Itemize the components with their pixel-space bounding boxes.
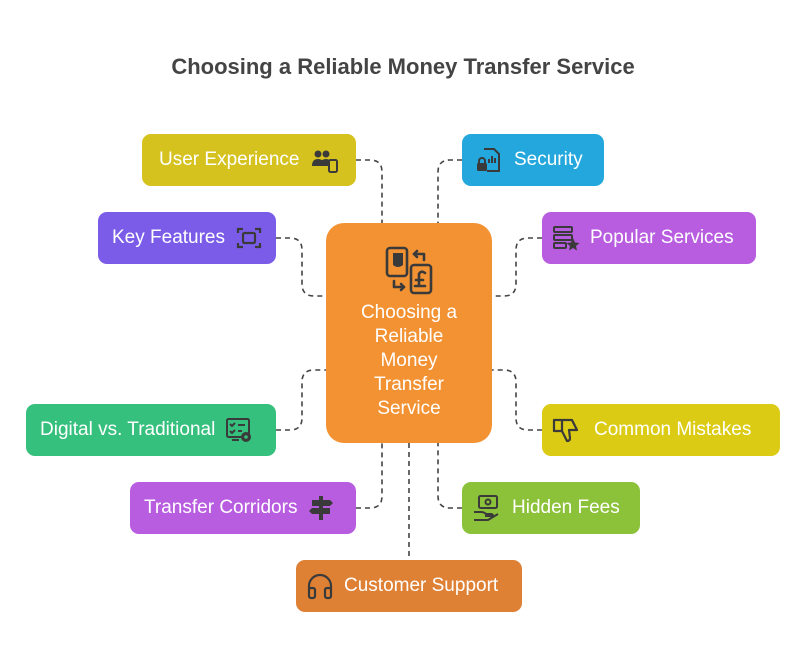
node-key-features[interactable]: Key Features — [98, 212, 276, 264]
node-label: Common Mistakes — [594, 419, 752, 440]
node-label: Hidden Fees — [512, 497, 620, 518]
connector-transfer-corridors — [356, 443, 383, 509]
connector-popular-services — [492, 237, 542, 297]
node-popular-services[interactable]: Popular Services — [542, 212, 756, 264]
node-label: Key Features — [112, 227, 225, 248]
connector-user-experience — [356, 159, 383, 223]
users-device-icon — [311, 146, 339, 174]
node-user-experience[interactable]: User Experience — [142, 134, 356, 186]
center-label-line-3: Money — [380, 350, 438, 371]
secure-document-icon — [474, 146, 502, 174]
connector-key-features — [276, 237, 326, 297]
connector-security — [437, 159, 462, 223]
node-label: Security — [514, 149, 583, 170]
node-hidden-fees[interactable]: Hidden Fees — [462, 482, 640, 534]
connector-hidden-fees — [437, 443, 462, 509]
node-common-mistakes[interactable]: Common Mistakes — [542, 404, 780, 456]
node-customer-support[interactable]: Customer Support — [296, 560, 522, 612]
node-label: User Experience — [159, 149, 300, 170]
node-label: Transfer Corridors — [144, 497, 298, 518]
node-transfer-corridors[interactable]: Transfer Corridors — [130, 482, 356, 534]
center-label-line-2: Reliable — [374, 326, 444, 347]
node-security[interactable]: Security — [462, 134, 604, 186]
headphones-icon — [306, 572, 334, 600]
checklist-gear-icon — [225, 416, 253, 444]
node-digital-vs-traditional[interactable]: Digital vs. Traditional — [26, 404, 276, 456]
thumbs-down-icon — [552, 416, 580, 444]
node-label: Digital vs. Traditional — [40, 419, 216, 440]
hand-money-icon — [472, 494, 500, 522]
node-label: Popular Services — [590, 227, 734, 248]
center-label-line-4: Transfer — [373, 374, 445, 395]
center-label-line-5: Service — [377, 398, 441, 419]
connector-digital-vs-traditional — [276, 369, 326, 431]
center-label-line-1: Choosing a — [360, 302, 458, 323]
frame-icon — [235, 224, 263, 252]
node-label: Customer Support — [344, 575, 499, 596]
signpost-icon — [307, 494, 335, 522]
money-exchange-icon — [385, 246, 433, 295]
connector-common-mistakes — [492, 369, 542, 431]
page-title: Choosing a Reliable Money Transfer Servi… — [171, 54, 635, 79]
server-star-icon — [552, 224, 580, 252]
center-topic[interactable]: Choosing a Reliable Money Transfer Servi… — [326, 223, 492, 443]
